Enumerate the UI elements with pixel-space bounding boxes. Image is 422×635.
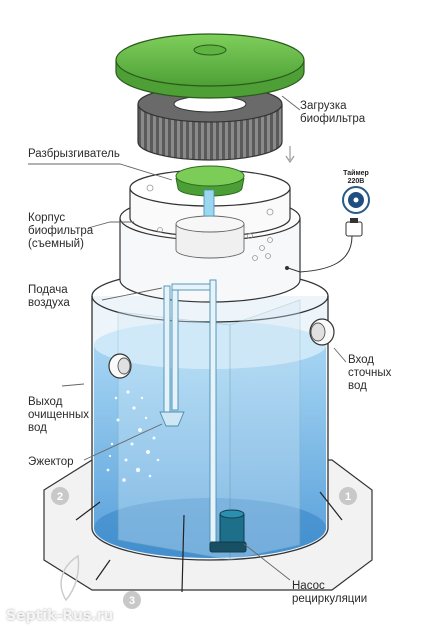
chamber-number-2: 2 <box>57 491 63 503</box>
base-brackets <box>75 491 343 593</box>
partition-left <box>117 311 231 561</box>
outlet-port <box>108 353 132 379</box>
timer-cable <box>287 235 353 273</box>
label-wastewater-inlet: Вход сточных вод <box>348 354 392 392</box>
chamber-badges: 1 2 3 <box>51 487 357 609</box>
label-treated-outlet: Выход очищенных вод <box>28 396 90 434</box>
watermark: Septik-Rus.ru <box>6 608 114 624</box>
label-sprinkler: Разбрызгиватель <box>28 148 120 160</box>
inlet-port <box>309 318 335 346</box>
chamber-number-3: 3 <box>129 595 135 607</box>
tank-lid <box>115 33 305 99</box>
label-recirculation-pump: Насос рециркуляции <box>292 580 368 605</box>
down-arrow <box>285 146 295 164</box>
chamber-badge-2 <box>51 487 69 505</box>
inner-cylinder <box>175 224 245 259</box>
leaf-watermark-icon <box>60 554 80 602</box>
air-bubbles <box>106 390 160 482</box>
recirculation-pump <box>209 509 247 553</box>
label-timer: Таймер 220В <box>343 170 369 185</box>
sprinkler <box>175 165 245 217</box>
chamber-badge-3 <box>123 591 141 609</box>
label-ejector: Эжектор <box>28 456 74 468</box>
label-biofilter-load: Загрузка биофильтра <box>300 100 366 125</box>
partition-right <box>229 299 301 561</box>
label-air-supply: Подача воздуха <box>28 284 70 309</box>
chamber-badge-1 <box>339 487 357 505</box>
timer-device <box>285 186 370 273</box>
label-biofilter-body: Корпус биофильтра (съемный) <box>28 212 94 250</box>
spray-holes <box>146 184 274 261</box>
chamber-number-1: 1 <box>345 491 351 503</box>
lid-handle <box>193 44 227 56</box>
leader-lines <box>28 95 347 581</box>
